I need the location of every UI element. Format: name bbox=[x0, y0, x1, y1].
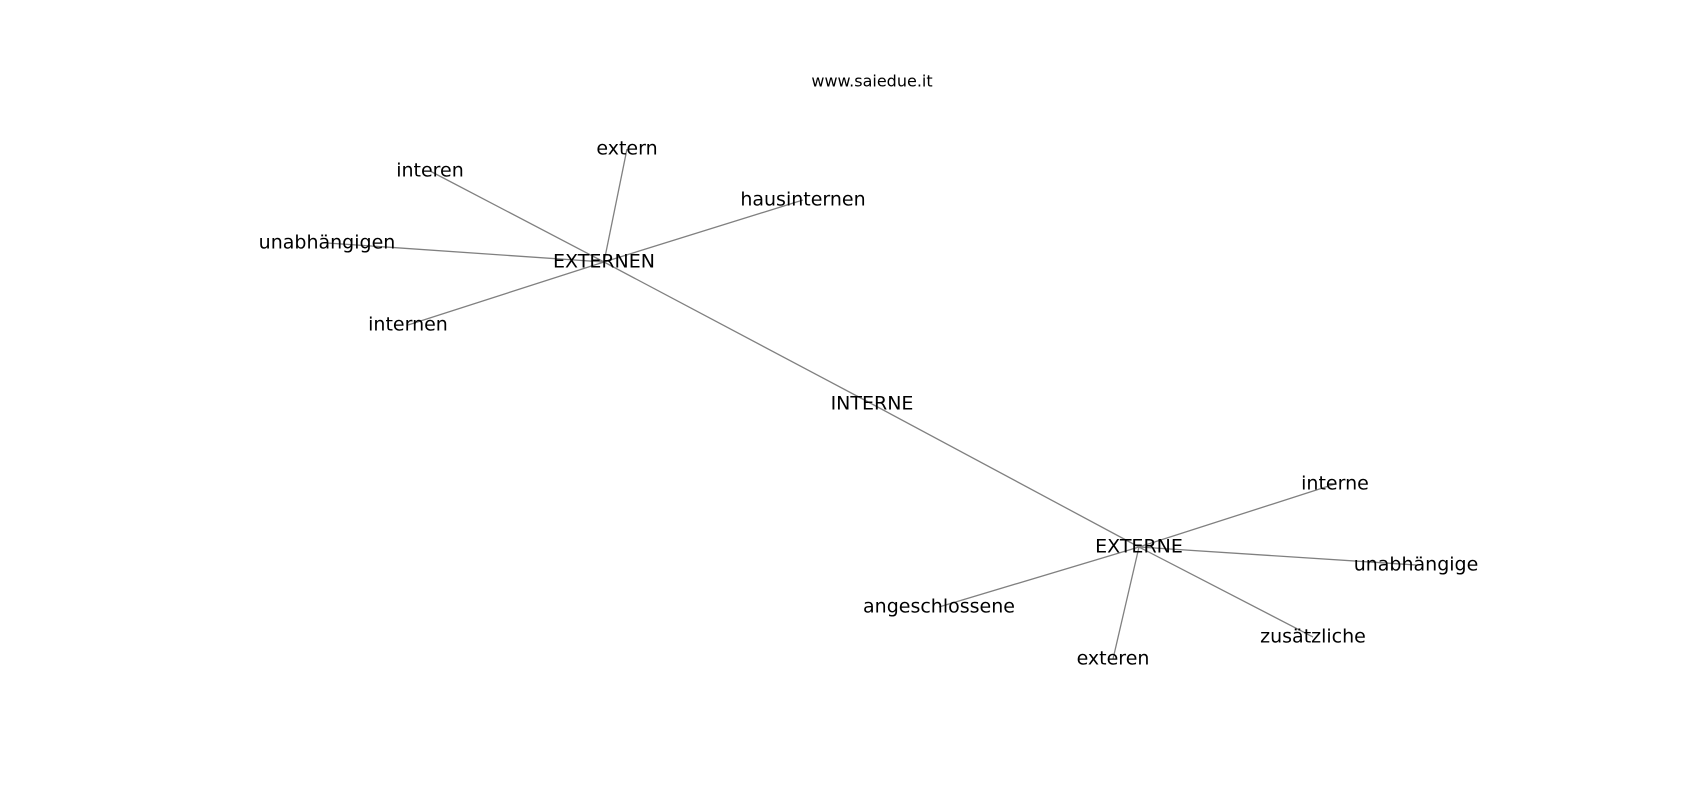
edge-EXTERNE-zusaetzliche bbox=[1138, 546, 1314, 638]
edge-EXTERNE-exteren bbox=[1112, 546, 1140, 660]
edge-EXTERNE-interne bbox=[1138, 483, 1336, 548]
edge-EXTERNEN-extern bbox=[603, 148, 628, 263]
node-label-externe: EXTERNE bbox=[1095, 536, 1183, 558]
node-label-exteren: exteren bbox=[1077, 648, 1150, 670]
edge-INTERNE-EXTERNEN bbox=[603, 261, 873, 405]
node-label-externen: EXTERNEN bbox=[553, 251, 655, 273]
node-label-hausinternen: hausinternen bbox=[740, 189, 865, 211]
node-label-interne: interne bbox=[1301, 473, 1369, 495]
edge-EXTERNE-angeschlossene bbox=[938, 546, 1140, 608]
watermark-text: www.saiedue.it bbox=[811, 72, 932, 91]
edge-EXTERNEN-interen bbox=[429, 170, 605, 263]
node-label-angeschlossene: angeschlossene bbox=[863, 596, 1015, 618]
edge-EXTERNEN-internen bbox=[407, 261, 605, 326]
node-label-interen: interen bbox=[396, 160, 464, 182]
nodes-layer: INTERNE EXTERNEN EXTERNE extern interen hausi… bbox=[259, 138, 1479, 670]
node-label-internen: internen bbox=[368, 314, 448, 336]
node-label-interne: INTERNE bbox=[831, 393, 914, 415]
edges-layer bbox=[326, 148, 1417, 660]
node-label-zusaetzliche: zusätzliche bbox=[1260, 626, 1366, 648]
node-label-extern: extern bbox=[596, 138, 657, 160]
edge-EXTERNEN-unabhaengigen bbox=[326, 242, 605, 263]
node-label-unabhaengige: unabhängige bbox=[1354, 554, 1479, 576]
edge-EXTERNE-unabhaengige bbox=[1138, 546, 1417, 566]
node-label-unabhaengigen: unabhängigen bbox=[259, 232, 396, 254]
edge-EXTERNEN-hausinternen bbox=[603, 199, 804, 263]
edge-INTERNE-EXTERNE bbox=[871, 403, 1140, 548]
